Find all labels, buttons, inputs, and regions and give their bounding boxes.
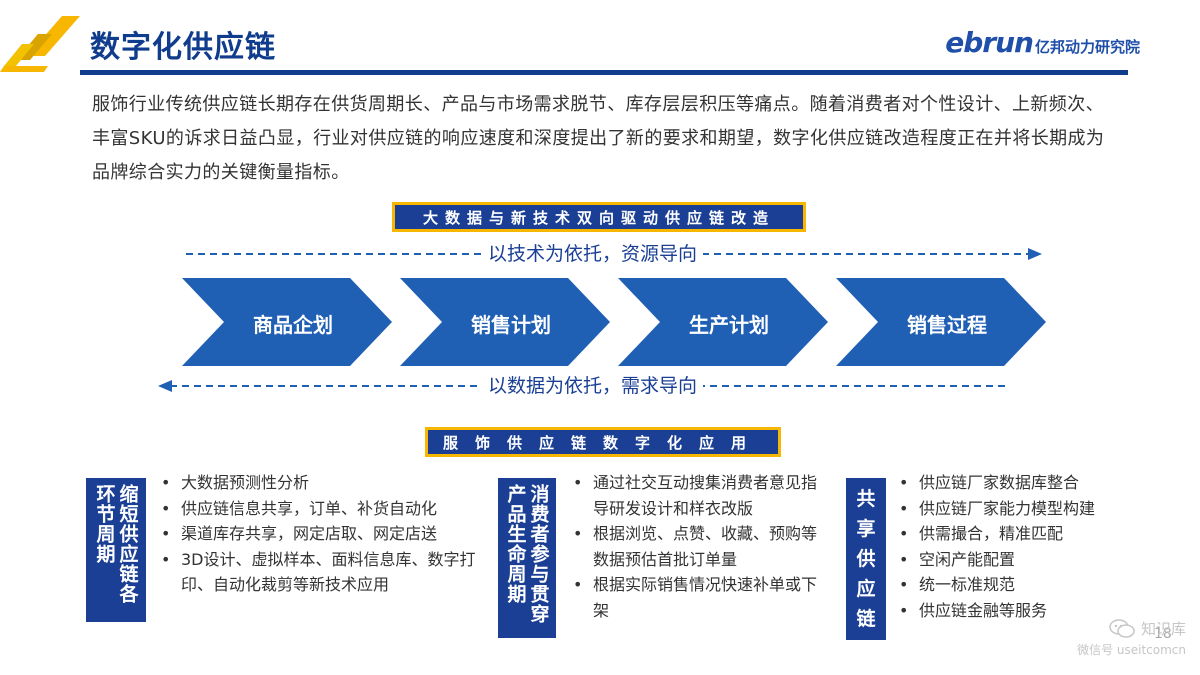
panel-list-shorten-cycle: 大数据预测性分析 供应链信息共享，订单、补货自动化 渠道库存共享，网定店取、网定… [157,470,487,598]
title-divider [80,70,1128,75]
supply-chain-flow [158,248,1046,392]
list-item: 供应链厂家能力模型构建 [895,496,1155,522]
panel-label-col: 缩短供应链各 [116,484,139,604]
panel-list-consumer-participation: 通过社交互动搜集消费者意见指导研发设计和样衣改版 根据浏览、点赞、收藏、预购等数… [569,470,829,623]
panel-label-char: 应 [856,578,876,600]
list-item: 空闲产能配置 [895,547,1155,573]
panel-list-shared-supply-chain: 供应链厂家数据库整合 供应链厂家能力模型构建 供需撮合，精准匹配 空闲产能配置 … [895,470,1155,623]
list-item: 供应链厂家数据库整合 [895,470,1155,496]
panel-label-char: 享 [856,518,876,540]
watermark-sub: 微信号 useitcomcn [1077,643,1186,657]
panel-label-col: 消费者参与贯穿 [527,484,550,624]
panel-label-shared-supply-chain: 共 享 供 应 链 [846,478,886,640]
panel-label-char: 共 [856,488,876,510]
panel-label-col: 产品生命周期 [504,484,527,604]
step-product-planning: 商品企划 [253,313,333,337]
intro-paragraph: 服饰行业传统供应链长期存在供货周期长、产品与市场需求脱节、库存层层积压等痛点。随… [92,94,1105,183]
flow-label-data: 以数据为依托，需求导向 [482,371,704,398]
logo-wordmark: ebrun [945,26,1034,59]
watermark: 知识库 微信号 useitcomcn [1077,618,1186,658]
arrow-left-head [158,380,172,392]
list-item: 供应链信息共享，订单、补货自动化 [157,496,487,522]
chevron-3 [618,278,828,366]
logo-subtitle: 亿邦动力研究院 [1034,38,1140,56]
panel-label-col: 环节周期 [93,484,116,564]
panel-label-consumer-participation: 消费者参与贯穿 产品生命周期 [498,478,556,638]
step-sales-planning: 销售计划 [471,313,551,337]
list-item: 通过社交互动搜集消费者意见指导研发设计和样衣改版 [569,470,829,521]
watermark-name: 知识库 [1140,620,1186,638]
page-title: 数字化供应链 [90,30,276,65]
list-item: 大数据预测性分析 [157,470,487,496]
wechat-icon [1109,618,1135,638]
panel-label-char: 供 [856,548,876,570]
panel-label-char: 链 [856,608,876,630]
list-item: 根据浏览、点赞、收藏、预购等数据预估首批订单量 [569,521,829,572]
chevron-4 [836,278,1046,366]
list-item: 根据实际销售情况快速补单或下架 [569,572,829,623]
panel-label-shorten-cycle: 缩短供应链各 环节周期 [86,478,146,622]
list-item: 供需撮合，精准匹配 [895,521,1155,547]
page-number: 18 [1154,626,1172,642]
banner-apparel-apps: 服饰供应链数字化应用 [425,427,781,457]
arrow-right-head [1028,248,1042,260]
chevron-1 [182,278,392,366]
list-item: 渠道库存共享，网定店取、网定店送 [157,521,487,547]
list-item: 统一标准规范 [895,572,1155,598]
flow-label-tech: 以技术为依托，资源导向 [482,239,704,266]
header-stripes-decoration [0,16,80,72]
list-item: 3D设计、虚拟样本、面料信息库、数字打印、自动化裁剪等新技术应用 [157,547,487,598]
chevron-2 [400,278,610,366]
list-item: 供应链金融等服务 [895,598,1155,624]
brand-logo: ebrun 亿邦动力研究院 [945,26,1140,59]
banner-apparel-apps-text: 服饰供应链数字化应用 [442,433,763,452]
step-production-planning: 生产计划 [689,313,769,337]
banner-drive-text: 大数据与新技术双向驱动供应链改造 [422,208,775,227]
step-sales-process: 销售过程 [907,313,987,337]
banner-drive: 大数据与新技术双向驱动供应链改造 [392,202,806,232]
